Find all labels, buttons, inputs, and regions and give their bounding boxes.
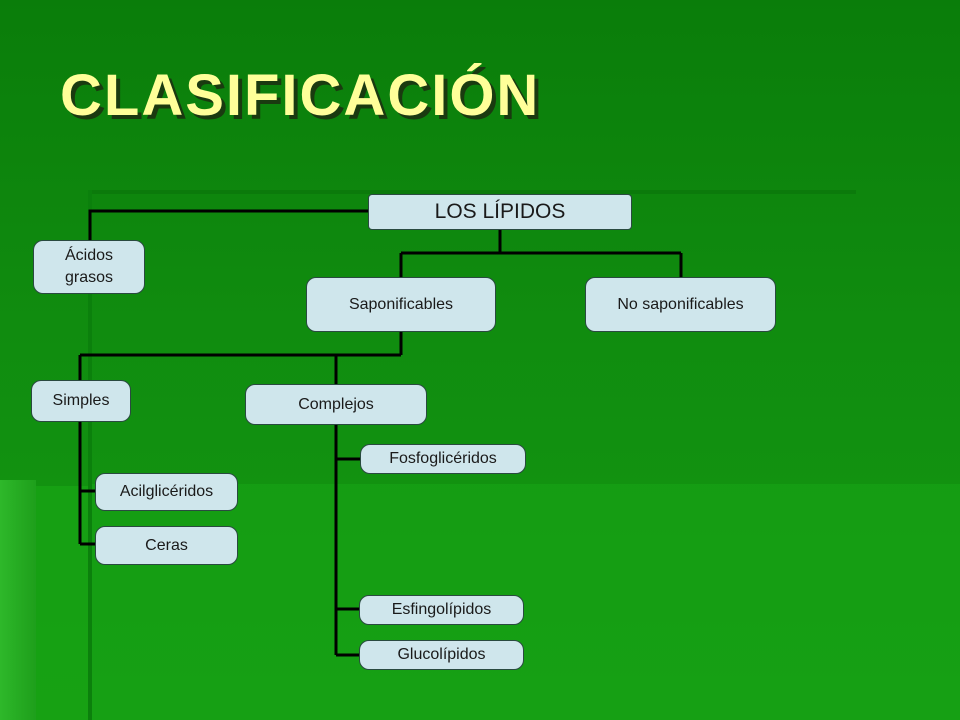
background-rule xyxy=(88,190,92,720)
node-saponificables: Saponificables xyxy=(306,277,496,332)
node-simples: Simples xyxy=(31,380,131,422)
node-acilgliceridos: Acilglicéridos xyxy=(95,473,238,511)
node-acidos-grasos: Ácidos grasos xyxy=(33,240,145,294)
node-los-lipidos: LOS LÍPIDOS xyxy=(368,194,632,230)
background-band xyxy=(88,484,960,720)
node-esfingolipidos: Esfingolípidos xyxy=(359,595,524,625)
node-glucolipidos: Glucolípidos xyxy=(359,640,524,670)
node-fosfogliceridos: Fosfoglicéridos xyxy=(360,444,526,474)
background-rule xyxy=(88,190,856,194)
node-no-saponificables: No saponificables xyxy=(585,277,776,332)
background-stripe xyxy=(0,480,36,720)
node-ceras: Ceras xyxy=(95,526,238,565)
page-title: CLASIFICACIÓN xyxy=(60,63,541,128)
connector-root-acidos xyxy=(88,209,368,241)
node-complejos: Complejos xyxy=(245,384,427,425)
